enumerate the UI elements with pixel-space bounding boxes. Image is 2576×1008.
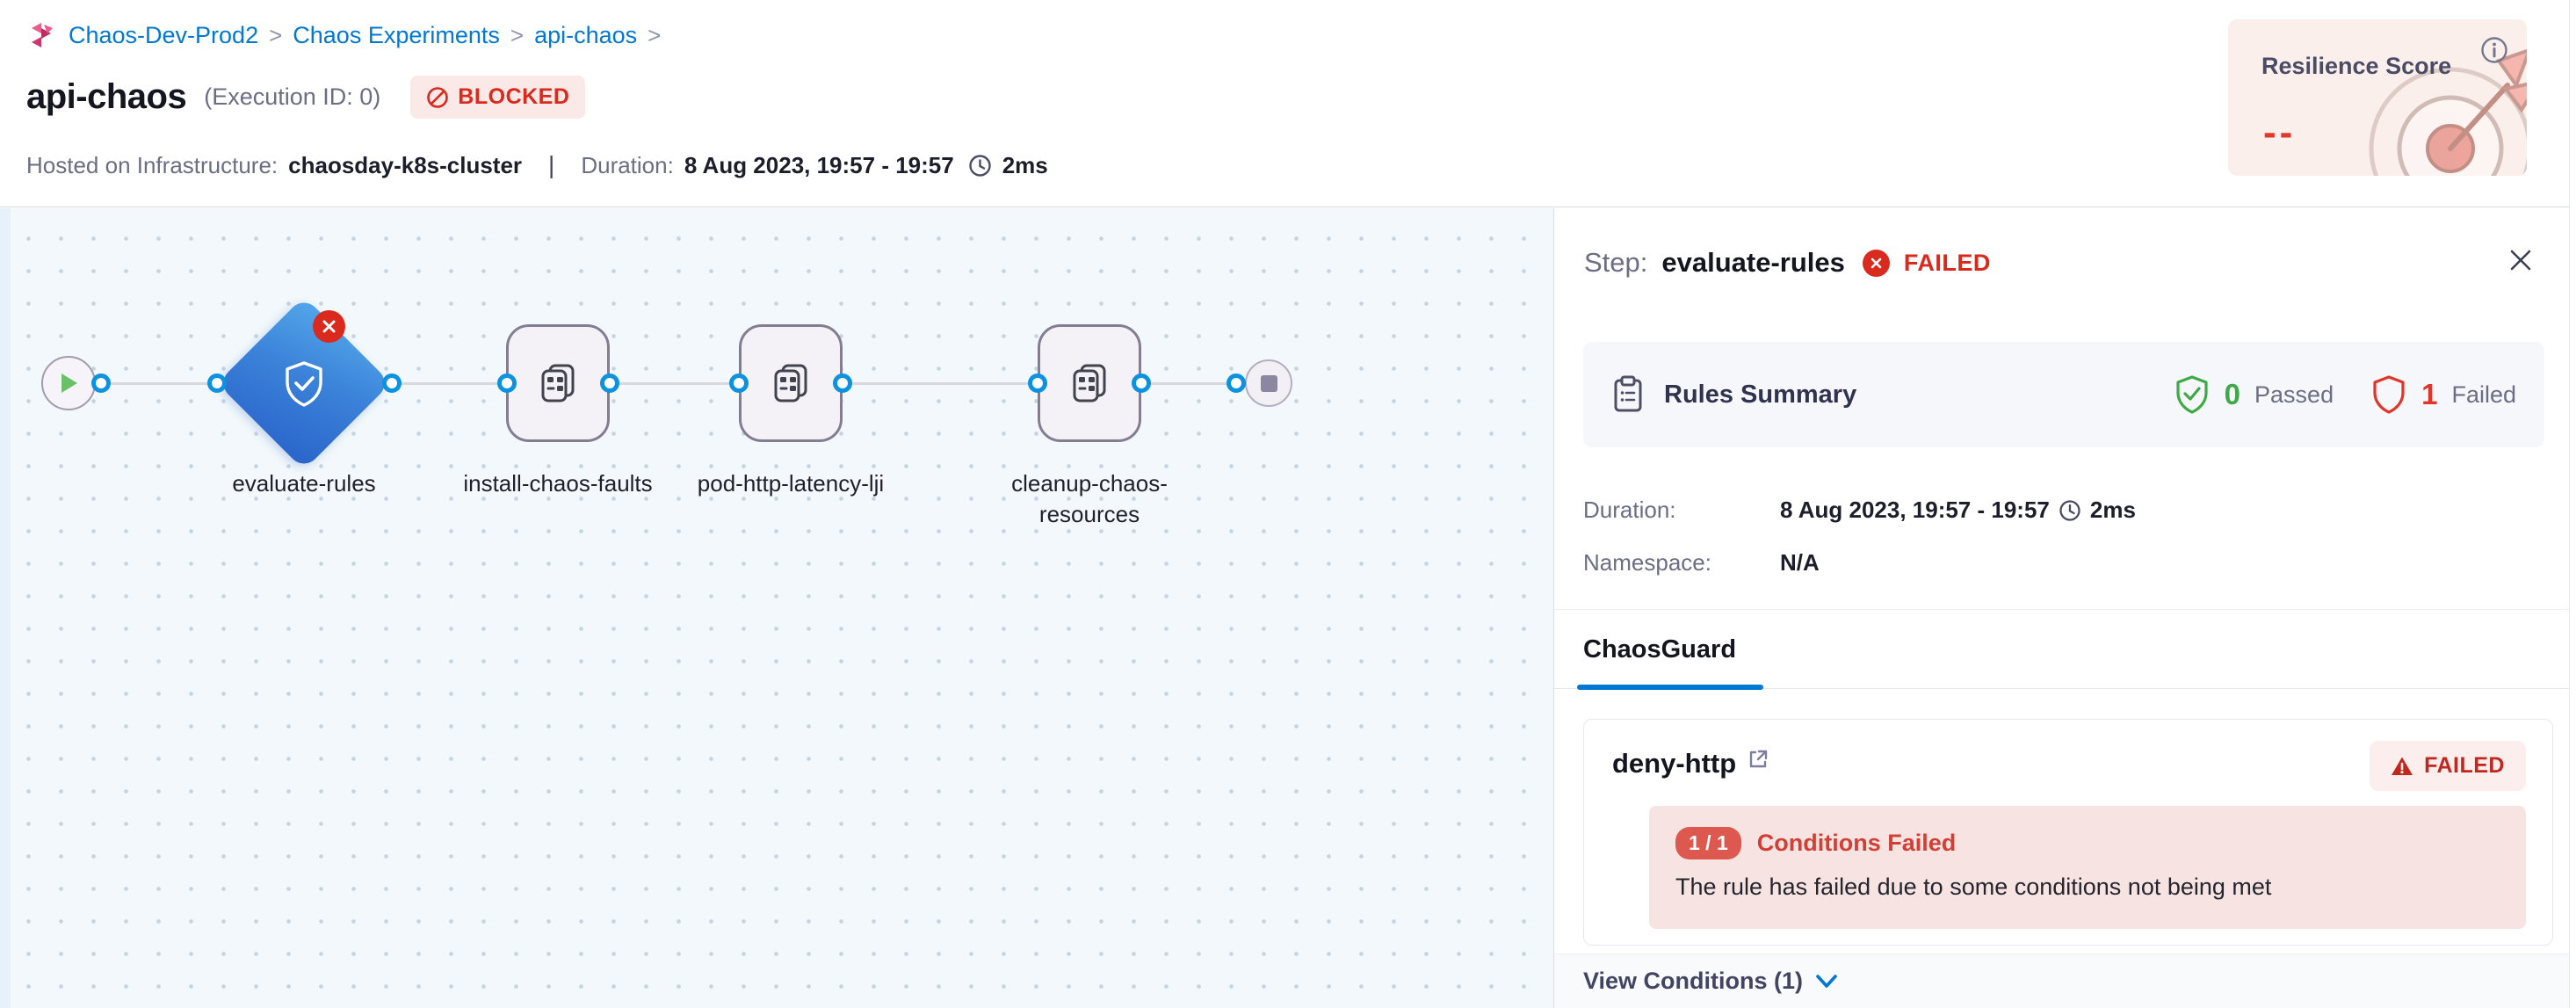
shield-failed-icon xyxy=(2370,374,2407,415)
connector-dot xyxy=(1226,373,1246,393)
page-header: Chaos-Dev-Prod2 > Chaos Experiments > ap… xyxy=(0,0,2576,207)
connector-dot xyxy=(207,373,227,393)
passed-label: Passed xyxy=(2254,381,2334,408)
conditions-failed-alert: 1 / 1 Conditions Failed The rule has fai… xyxy=(1649,806,2526,929)
canvas-left-strip xyxy=(0,208,11,1008)
rules-summary-title: Rules Summary xyxy=(1664,380,1857,409)
manifest-icon xyxy=(769,360,813,406)
breadcrumb-experiments-link[interactable]: Chaos Experiments xyxy=(293,21,500,48)
breadcrumb-separator: > xyxy=(510,21,525,48)
step-details-header: Step: evaluate-rules FAILED xyxy=(1584,247,1991,279)
header-meta-row: Hosted on Infrastructure: chaosday-k8s-c… xyxy=(26,151,1048,179)
info-icon[interactable] xyxy=(2479,35,2509,69)
node-failed-badge xyxy=(313,310,345,343)
namespace-value: N/A xyxy=(1780,549,1820,576)
manifest-icon xyxy=(1067,360,1111,406)
breadcrumb-experiment-link[interactable]: api-chaos xyxy=(534,21,638,48)
chaos-module-icon xyxy=(26,19,58,51)
scrollbar-gutter[interactable] xyxy=(2569,0,2576,1008)
pipeline-start-node[interactable] xyxy=(41,356,96,410)
node-label: evaluate-rules xyxy=(232,470,376,497)
pipeline-node-install-chaos-faults[interactable] xyxy=(506,324,610,442)
resilience-score-title: Resilience Score xyxy=(2261,53,2452,79)
rule-card-deny-http: deny-http FAILED xyxy=(1583,719,2553,946)
manifest-icon xyxy=(536,360,580,406)
rule-name[interactable]: deny-http xyxy=(1612,748,1737,779)
infra-label: Hosted on Infrastructure: xyxy=(26,151,279,178)
node-label: install-chaos-faults xyxy=(463,470,653,497)
connector-dot xyxy=(497,373,517,393)
rule-status-text: FAILED xyxy=(2424,753,2505,778)
connector-dot xyxy=(1132,373,1151,393)
namespace-label: Namespace: xyxy=(1583,549,1711,576)
rules-summary-bar: Rules Summary 0 Passed 1 Failed xyxy=(1583,342,2544,447)
step-details-panel: Step: evaluate-rules FAILED xyxy=(1553,208,2576,1008)
panel-duration-value: 8 Aug 2023, 19:57 - 19:57 xyxy=(1780,497,2050,523)
section-divider xyxy=(1554,609,2576,610)
page-title: api-chaos xyxy=(26,77,187,116)
conditions-failed-message: The rule has failed due to some conditio… xyxy=(1675,874,2272,900)
tab-bar-border xyxy=(1554,688,2576,689)
title-row: api-chaos (Execution ID: 0) BLOCKED xyxy=(26,76,586,119)
view-conditions-toggle[interactable]: View Conditions (1) xyxy=(1554,954,2576,1008)
breadcrumb-separator: > xyxy=(648,21,662,48)
resilience-score-value: -- xyxy=(2263,111,2297,154)
conditions-failed-title: Conditions Failed xyxy=(1756,830,1957,856)
duration-label: Duration: xyxy=(581,151,674,178)
rule-status-badge: FAILED xyxy=(2370,741,2526,791)
breadcrumb-separator: > xyxy=(269,21,283,48)
connector-dot xyxy=(1028,373,1047,393)
breadcrumb-project-link[interactable]: Chaos-Dev-Prod2 xyxy=(69,21,259,48)
meta-divider: | xyxy=(548,151,555,178)
failed-circle-icon xyxy=(1862,249,1890,277)
step-name: evaluate-rules xyxy=(1661,247,1845,278)
chevron-down-icon xyxy=(1815,974,1838,990)
pipeline-connector-line xyxy=(96,382,1247,385)
target-dart-illustration xyxy=(2367,43,2527,176)
duration-row: Duration: 8 Aug 2023, 19:57 - 19:57 2ms xyxy=(1583,497,2136,524)
stop-icon xyxy=(1260,374,1277,392)
connector-dot xyxy=(382,373,402,393)
namespace-row: Namespace: N/A xyxy=(1583,549,1820,577)
shield-passed-icon xyxy=(2174,374,2211,415)
tab-chaosguard[interactable]: ChaosGuard xyxy=(1583,635,1737,664)
warning-icon xyxy=(2391,756,2413,777)
connector-dot xyxy=(600,373,619,393)
connector-dot xyxy=(833,373,852,393)
execution-id: (Execution ID: 0) xyxy=(204,83,381,110)
pipeline-node-pod-http-latency[interactable] xyxy=(739,324,843,442)
active-tab-underline xyxy=(1577,685,1763,690)
infra-value: chaosday-k8s-cluster xyxy=(288,151,523,178)
close-icon[interactable] xyxy=(2506,245,2536,279)
clock-icon xyxy=(968,154,992,178)
failed-label: Failed xyxy=(2451,381,2516,408)
conditions-ratio-pill: 1 / 1 xyxy=(1675,827,1741,859)
pipeline-node-cleanup-chaos-resources[interactable] xyxy=(1038,324,1141,442)
status-badge-label: BLOCKED xyxy=(458,84,570,109)
external-link-icon[interactable] xyxy=(1747,748,1769,771)
duration-value: 8 Aug 2023, 19:57 - 19:57 xyxy=(684,151,954,178)
clock-icon xyxy=(2059,499,2081,522)
status-badge: BLOCKED xyxy=(410,76,586,119)
failed-count: 1 xyxy=(2421,378,2438,410)
breadcrumb: Chaos-Dev-Prod2 > Chaos Experiments > ap… xyxy=(26,19,661,51)
step-label: Step: xyxy=(1584,247,1648,278)
step-status-text: FAILED xyxy=(1903,249,1991,276)
pipeline-end-node[interactable] xyxy=(1245,359,1292,407)
duration-ms: 2ms xyxy=(1002,151,1048,178)
resilience-score-card: Resilience Score -- xyxy=(2228,19,2527,176)
pipeline-canvas[interactable]: evaluate-rules install-chaos-faults xyxy=(0,208,1553,1008)
connector-dot xyxy=(91,373,111,393)
node-label: pod-http-latency-lji xyxy=(697,470,885,497)
connector-dot xyxy=(729,373,749,393)
view-conditions-label: View Conditions (1) xyxy=(1583,968,1804,994)
panel-duration-ms: 2ms xyxy=(2089,497,2136,523)
clipboard-icon xyxy=(1611,375,1645,414)
shield-check-icon xyxy=(280,359,328,413)
play-icon xyxy=(58,372,79,395)
passed-count: 0 xyxy=(2224,378,2241,410)
blocked-icon xyxy=(426,86,449,109)
panel-duration-label: Duration: xyxy=(1583,497,1676,523)
node-label: cleanup-chaos-resources xyxy=(1011,470,1168,527)
